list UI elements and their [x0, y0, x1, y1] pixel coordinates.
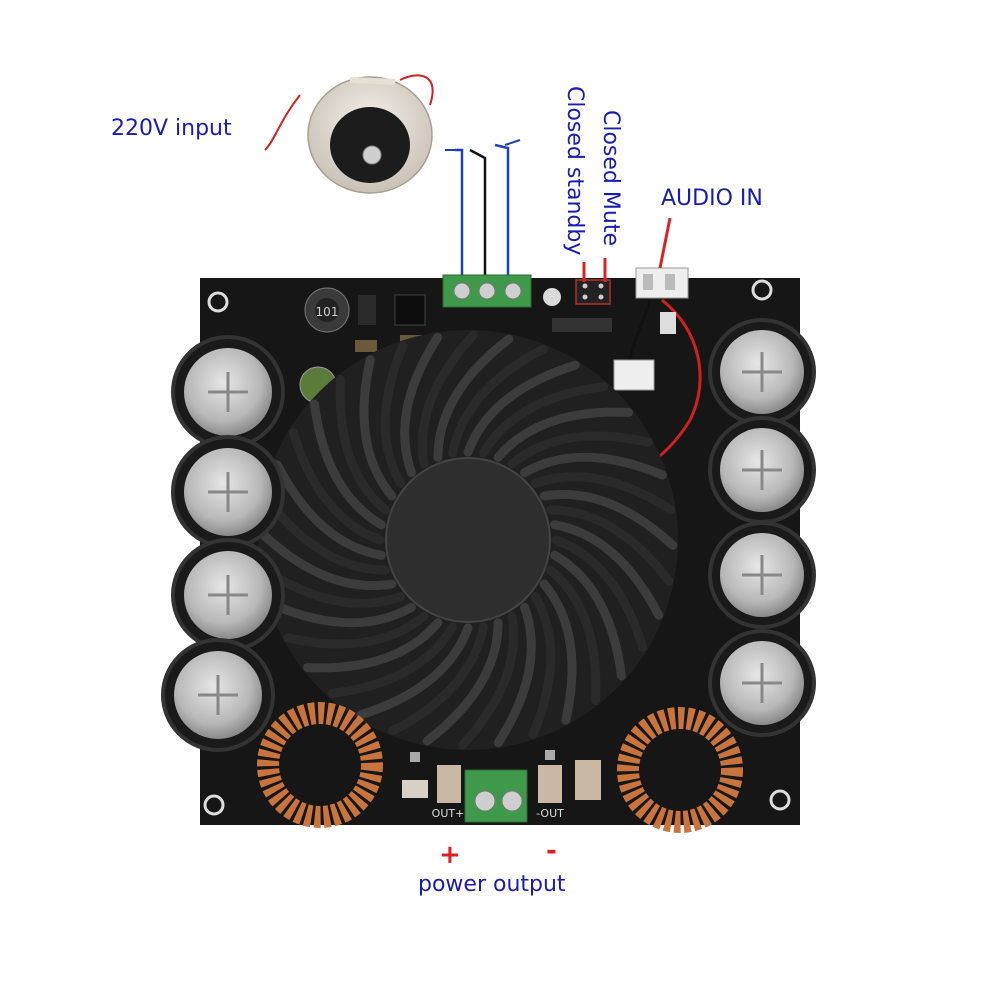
label-plus-sign: + — [439, 840, 461, 870]
heatsink-fin — [258, 530, 397, 591]
heatsink-fin — [335, 375, 390, 515]
heatsink-fin — [507, 431, 653, 469]
heatsink-fin — [422, 618, 503, 746]
heatsink-fin — [551, 535, 648, 652]
label-audio-in: AUDIO IN — [661, 186, 763, 211]
heatsink-fin — [310, 399, 386, 530]
heatsink-fin — [359, 355, 397, 501]
toroidal-transformer — [264, 74, 434, 194]
heatsink-fin — [272, 460, 386, 560]
out-plus-silkscreen: OUT+ — [432, 807, 465, 820]
heatsink-fin — [433, 334, 514, 462]
output-inductor-left — [257, 702, 383, 828]
jumper-headers — [552, 279, 612, 332]
heatsink-fin — [539, 489, 678, 550]
output-components — [402, 750, 601, 803]
heatsink-fin — [356, 623, 473, 720]
heatsink-fin — [546, 565, 601, 705]
heatsink-fin — [539, 579, 577, 725]
output-terminal — [464, 769, 528, 823]
heatsink-fin — [448, 344, 548, 458]
heatsink-fin — [528, 592, 556, 739]
heatsink-fin — [288, 428, 385, 545]
heatsink-fin — [417, 330, 478, 469]
heatsink-fin — [550, 520, 664, 620]
heatsink-fin — [463, 360, 580, 457]
heatsink-fin — [550, 550, 626, 681]
heatsink-fin — [493, 602, 536, 748]
heatsink-fin — [400, 332, 443, 478]
heatsink-fin — [493, 407, 633, 462]
out-minus-silkscreen: -OUT — [536, 807, 564, 820]
transformer-wires — [445, 139, 521, 285]
heatsink-fin — [269, 600, 416, 628]
capacitors-right — [708, 318, 816, 737]
label-power-output: power output — [418, 872, 566, 897]
label-minus-sign: - — [546, 836, 557, 866]
inductor-code: 101 — [316, 305, 339, 319]
label-closed-mute: Closed Mute — [598, 110, 623, 246]
pointer-lines — [582, 217, 672, 282]
output-inductor-right — [617, 707, 743, 833]
heatsink-fin — [530, 472, 676, 515]
capacitors-left — [161, 335, 285, 752]
heatsink-fin — [388, 622, 488, 736]
heatsink-fin — [458, 611, 519, 750]
input-terminal — [442, 274, 532, 308]
heatsink-fin — [327, 622, 458, 698]
label-220v-input: 220V input — [111, 116, 232, 141]
label-closed-standby: Closed standby — [562, 86, 587, 256]
heatsink-fin — [380, 341, 408, 488]
heatsink-fin — [283, 611, 429, 649]
heatsink-fan — [258, 330, 678, 750]
heatsink-fin — [478, 382, 609, 458]
heatsink-fin — [546, 505, 674, 586]
heatsink-fin — [520, 452, 667, 480]
heatsink-fin — [303, 618, 443, 673]
